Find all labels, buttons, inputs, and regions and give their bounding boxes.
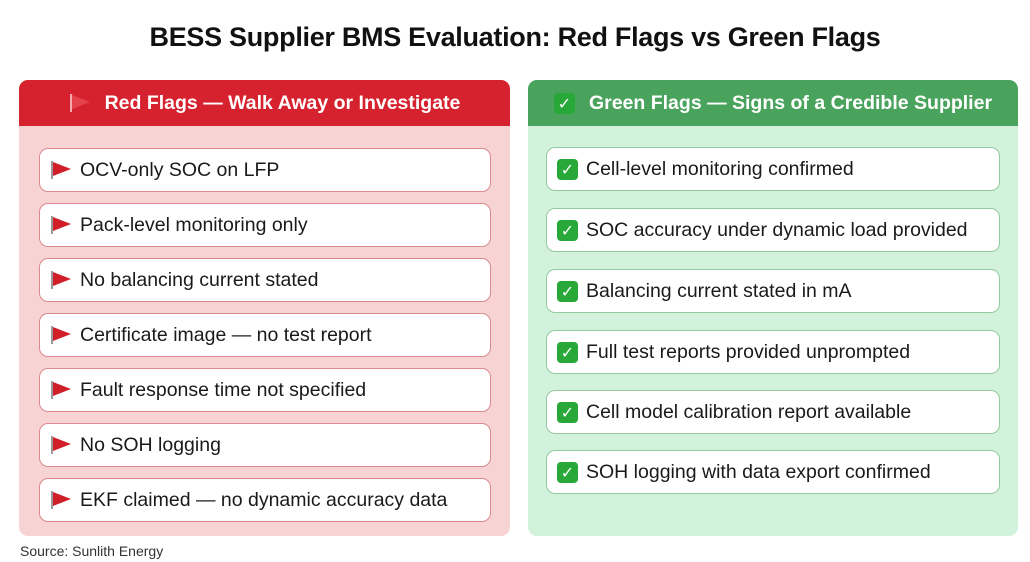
red-flag-icon [50, 491, 72, 509]
list-item: Pack-level monitoring only [39, 203, 491, 247]
list-item-label: No SOH logging [80, 433, 221, 456]
list-item-label: SOH logging with data export confirmed [586, 460, 931, 483]
check-mark-icon: ✓ [553, 92, 575, 114]
source-caption: Source: Sunlith Energy [20, 543, 164, 559]
list-item-label: Cell-level monitoring confirmed [586, 157, 854, 180]
red-flags-heading: Red Flags — Walk Away or Investigate [104, 91, 461, 114]
list-item: Certificate image — no test report [39, 313, 491, 357]
red-flag-icon [50, 216, 72, 234]
list-item-label: No balancing current stated [80, 268, 319, 291]
check-mark-icon: ✓ [557, 158, 578, 180]
list-item-label: Certificate image — no test report [80, 323, 372, 346]
list-item: OCV-only SOC on LFP [39, 148, 491, 192]
list-item: ✓ SOC accuracy under dynamic load provid… [546, 208, 1000, 252]
green-flags-header: ✓ Green Flags — Signs of a Credible Supp… [528, 80, 1018, 126]
check-mark-icon: ✓ [557, 461, 578, 483]
list-item: ✓ SOH logging with data export confirmed [546, 450, 1000, 494]
list-item-label: SOC accuracy under dynamic load provided [586, 218, 968, 241]
list-item-label: Pack-level monitoring only [80, 213, 308, 236]
check-mark-icon: ✓ [557, 341, 578, 363]
page-title: BESS Supplier BMS Evaluation: Red Flags … [149, 22, 881, 52]
list-item: No SOH logging [39, 423, 491, 467]
check-mark-icon: ✓ [557, 401, 578, 423]
list-item: ✓ Cell-level monitoring confirmed [546, 147, 1000, 191]
red-flags-panel: Red Flags — Walk Away or Investigate OCV… [19, 80, 510, 536]
red-flag-icon [50, 436, 72, 454]
list-item: ✓ Cell model calibration report availabl… [546, 390, 1000, 434]
list-item-label: Fault response time not specified [80, 378, 367, 401]
red-flag-icon [50, 161, 72, 179]
red-flags-header: Red Flags — Walk Away or Investigate [19, 80, 510, 126]
red-flag-icon [50, 271, 72, 289]
red-flag-icon [50, 381, 72, 399]
red-flag-icon [50, 326, 72, 344]
list-item: ✓ Full test reports provided unprompted [546, 330, 1000, 374]
list-item: No balancing current stated [39, 258, 491, 302]
list-item: ✓ Balancing current stated in mA [546, 269, 1000, 313]
list-item: EKF claimed — no dynamic accuracy data [39, 478, 491, 522]
list-item-label: Balancing current stated in mA [586, 279, 852, 302]
list-item-label: Full test reports provided unprompted [586, 340, 911, 363]
green-flags-panel: ✓ Green Flags — Signs of a Credible Supp… [528, 80, 1018, 536]
list-item-label: EKF claimed — no dynamic accuracy data [80, 488, 448, 511]
list-item: Fault response time not specified [39, 368, 491, 412]
red-flag-icon [69, 94, 91, 112]
list-item-label: OCV-only SOC on LFP [80, 158, 280, 181]
green-flags-heading: Green Flags — Signs of a Credible Suppli… [588, 91, 993, 114]
check-mark-icon: ✓ [557, 219, 578, 241]
list-item-label: Cell model calibration report available [586, 400, 912, 423]
check-mark-icon: ✓ [557, 280, 578, 302]
